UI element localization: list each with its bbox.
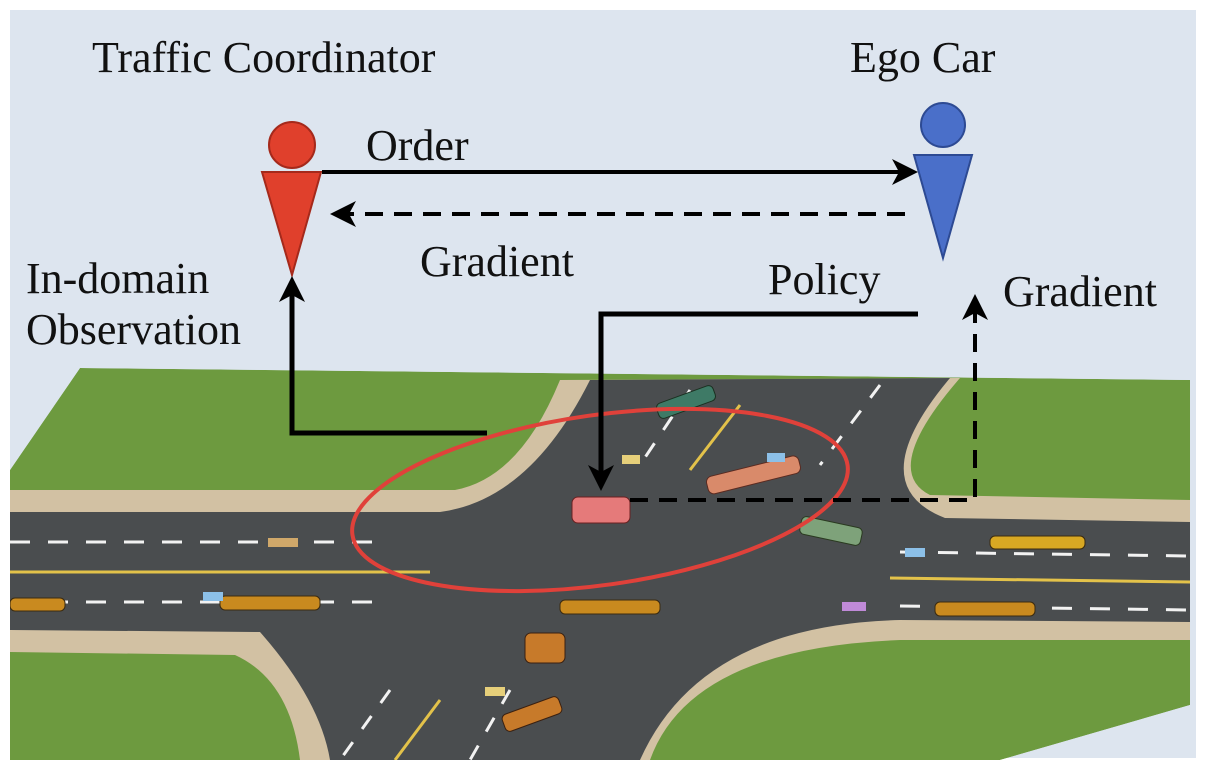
motorbike bbox=[203, 592, 223, 601]
coordinator-person-icon bbox=[260, 121, 323, 279]
intersection-scene bbox=[10, 368, 1190, 760]
car bbox=[705, 455, 801, 495]
ego-car bbox=[571, 496, 631, 524]
observation-arrow bbox=[279, 276, 487, 436]
observation-label-line2: Observation bbox=[26, 304, 242, 354]
bus bbox=[989, 535, 1086, 550]
vehicles bbox=[10, 385, 1086, 732]
bus bbox=[219, 595, 321, 611]
motorbike bbox=[767, 453, 785, 462]
bus bbox=[559, 599, 661, 615]
lane-dash-right-upper bbox=[899, 550, 1190, 558]
road bbox=[10, 378, 1190, 760]
observation-label-line1: In-domain bbox=[26, 254, 210, 303]
gradient-arrow-right bbox=[630, 294, 988, 502]
gradient-label-right: Gradient bbox=[1003, 267, 1157, 316]
center-line-bottom bbox=[393, 699, 442, 760]
order-label: Order bbox=[366, 121, 469, 170]
observation-label: In-domain Observation bbox=[26, 254, 241, 355]
car bbox=[501, 696, 563, 732]
lane-dash-bottom-left bbox=[338, 689, 392, 760]
bus bbox=[934, 601, 1036, 617]
policy-arrow bbox=[588, 311, 918, 491]
motorbike bbox=[485, 687, 505, 696]
policy-label: Policy bbox=[768, 255, 881, 304]
car bbox=[524, 632, 566, 664]
motorbike bbox=[842, 602, 866, 611]
ego-car-person-icon bbox=[912, 102, 974, 262]
ego-car-title: Ego Car bbox=[850, 33, 996, 82]
gradient-label-top: Gradient bbox=[420, 237, 574, 286]
bus bbox=[10, 597, 66, 612]
center-line-right bbox=[889, 576, 1190, 584]
lane-dash-bottom-right bbox=[468, 689, 512, 760]
coordinator-title: Traffic Coordinator bbox=[92, 33, 436, 82]
center-line-top bbox=[688, 404, 742, 471]
motorbike bbox=[622, 455, 640, 464]
focus-region-ellipse bbox=[350, 406, 850, 594]
motorbike bbox=[905, 548, 925, 557]
motorbike bbox=[268, 538, 298, 547]
